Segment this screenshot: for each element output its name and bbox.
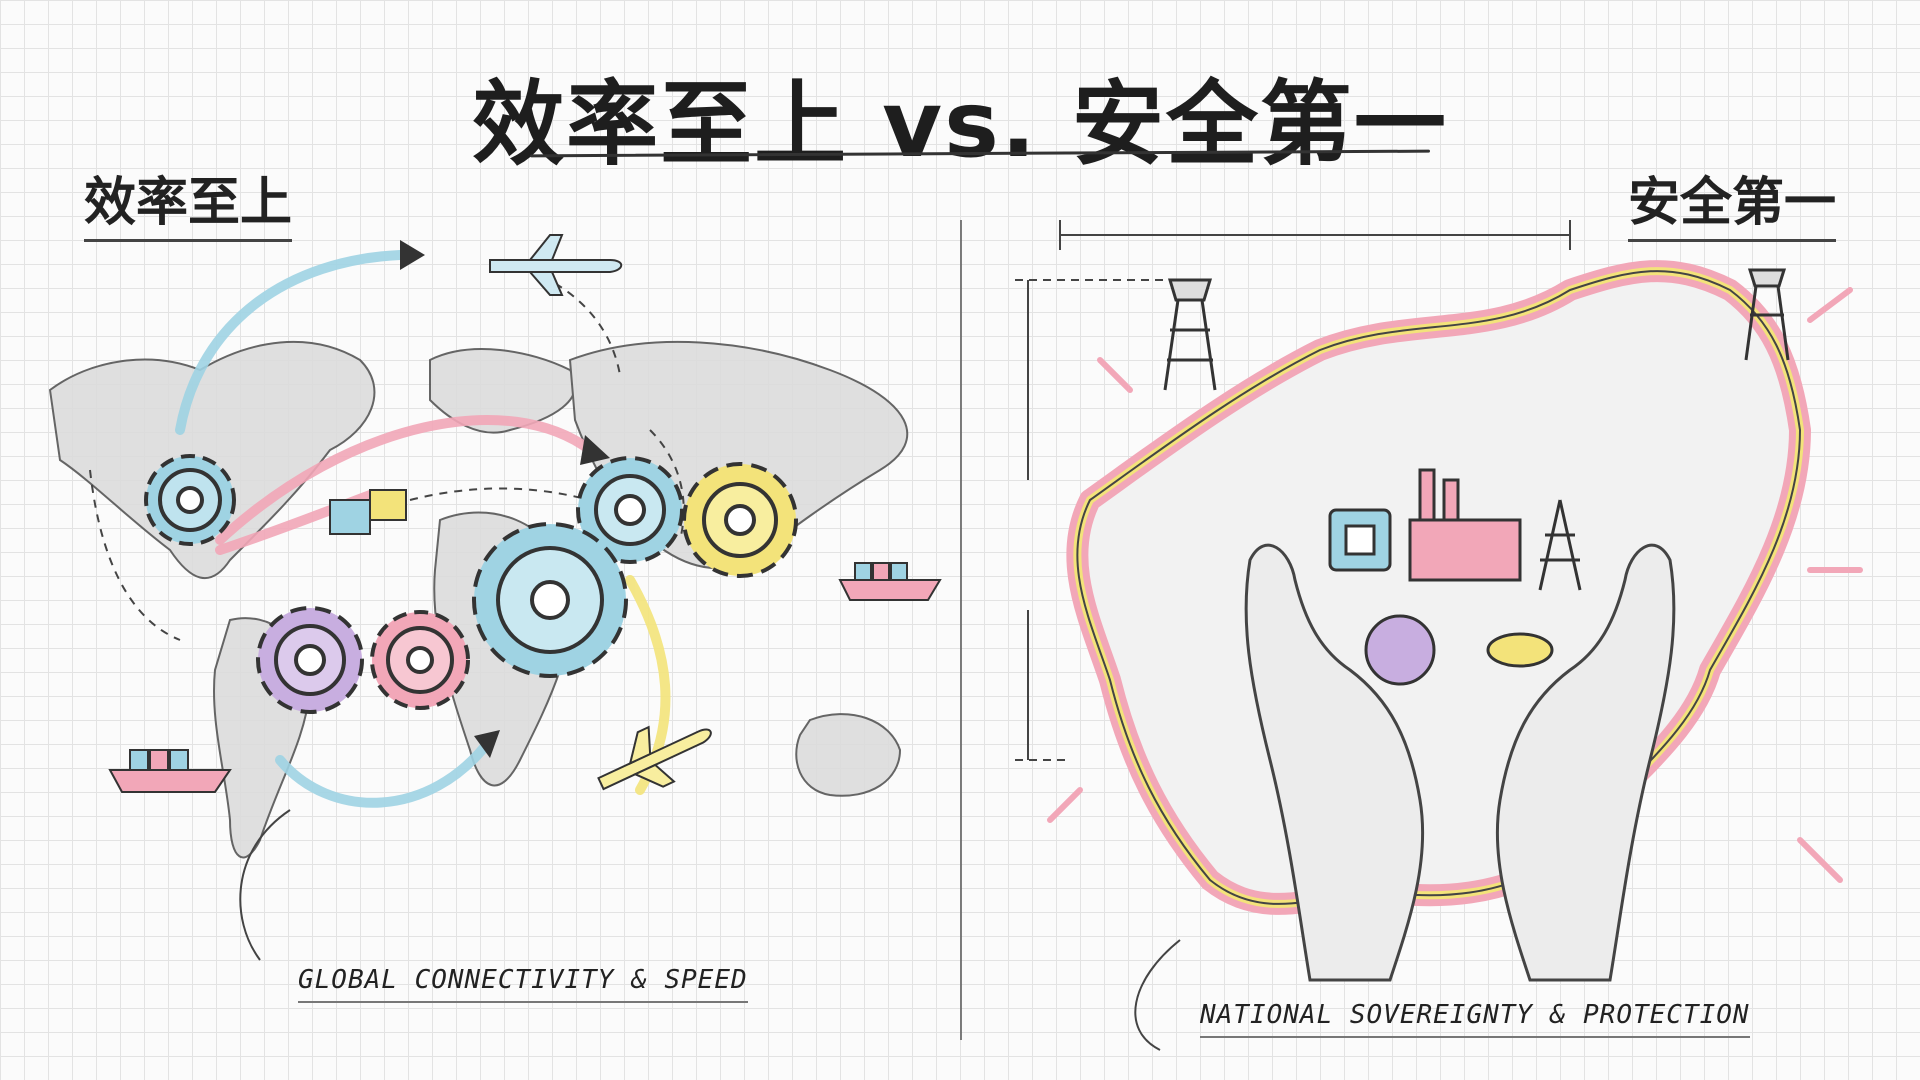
sovereignty-protection-illustration	[1010, 200, 1890, 1060]
gear-yellow	[682, 462, 798, 578]
fortified-border-sketch	[1015, 220, 1863, 1051]
gear-purple	[256, 606, 364, 714]
chip-icon	[1328, 508, 1392, 572]
package-icon	[329, 489, 407, 535]
right-caption: NATIONAL SOVEREIGNTY & PROTECTION	[1200, 1000, 1750, 1038]
watchtower-icon	[1744, 268, 1790, 361]
australia-shape	[795, 713, 902, 797]
global-connectivity-illustration	[30, 200, 950, 1060]
cargo-ship-icon	[838, 562, 942, 601]
cargo-ship-icon	[108, 749, 232, 793]
gear-blue-2	[576, 456, 684, 564]
center-divider	[960, 220, 962, 1040]
resource-drop-icon	[1364, 614, 1436, 686]
europe-shape	[429, 348, 577, 434]
power-pylon-icon	[1538, 499, 1582, 591]
right-heading: 安全第一	[1627, 160, 1836, 242]
left-caption: GLOBAL CONNECTIVITY & SPEED	[298, 965, 748, 1003]
protecting-hands-illustration	[1244, 543, 1676, 982]
airplane-icon	[597, 725, 712, 791]
gear-blue-1	[144, 454, 236, 546]
gear-blue-large	[472, 522, 628, 678]
airplane-icon	[489, 234, 623, 296]
watchtower-icon	[1163, 278, 1217, 391]
left-heading: 效率至上	[84, 160, 293, 242]
world-map-sketch	[48, 234, 942, 961]
factory-icon	[1408, 468, 1522, 582]
page-title: 效率至上 vs. 安全第一	[472, 71, 1448, 178]
gear-pink	[370, 610, 470, 710]
border-wall	[1066, 260, 1811, 915]
wheat-icon	[1486, 632, 1554, 668]
